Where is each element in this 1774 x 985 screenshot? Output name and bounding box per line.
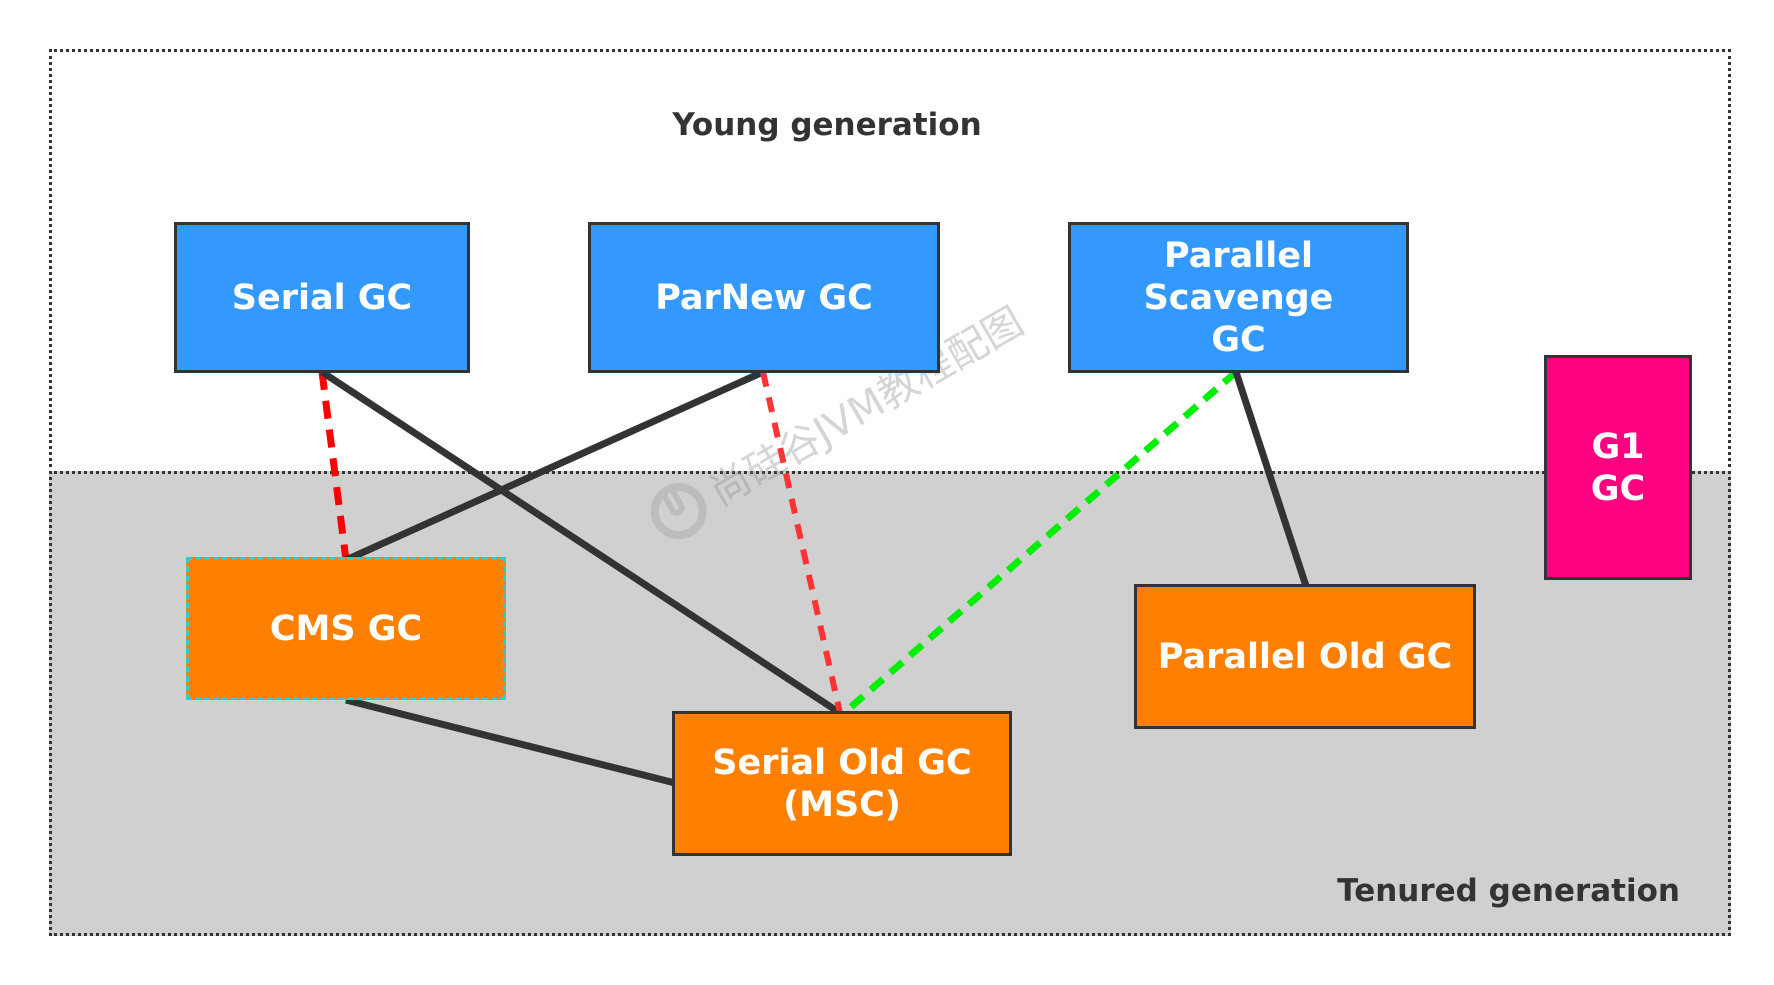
parallel-scavenge-label-line1: Parallel Scavenge — [1143, 235, 1334, 318]
serial-old-label-line2: (MSC) — [783, 784, 901, 825]
parnew-gc-label: ParNew GC — [655, 277, 873, 318]
serial-gc-node: Serial GC — [174, 222, 470, 373]
g1-label-line1: G1 — [1591, 426, 1645, 467]
g1-label-line2: GC — [1590, 468, 1646, 509]
young-generation-region — [49, 49, 1731, 474]
tenured-generation-label: Tenured generation — [1337, 873, 1680, 909]
parnew-gc-node: ParNew GC — [588, 222, 940, 373]
serial-old-label-line1: Serial Old GC — [712, 742, 972, 783]
g1-gc-node: G1 GC — [1544, 355, 1692, 580]
serial-gc-label: Serial GC — [231, 277, 413, 318]
young-generation-label: Young generation — [672, 107, 982, 143]
cms-gc-node: CMS GC — [186, 557, 506, 700]
parallel-old-gc-node: Parallel Old GC — [1134, 584, 1476, 729]
parallel-scavenge-label-line2: GC — [1211, 319, 1266, 360]
parallel-scavenge-gc-node: Parallel Scavenge GC — [1068, 222, 1409, 373]
parallel-old-gc-label: Parallel Old GC — [1157, 636, 1453, 677]
tenured-generation-region — [49, 471, 1731, 936]
serial-old-gc-node: Serial Old GC (MSC) — [672, 711, 1012, 856]
cms-gc-label: CMS GC — [269, 608, 423, 649]
